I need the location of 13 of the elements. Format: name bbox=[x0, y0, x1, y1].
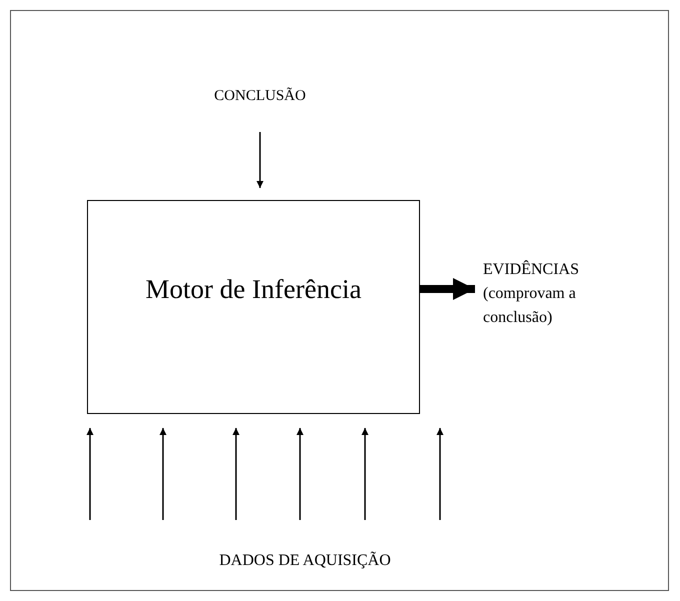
box-title: Motor de Inferência bbox=[146, 274, 362, 304]
data-label: DADOS DE AQUISIÇÃO bbox=[218, 552, 392, 570]
process-box bbox=[87, 200, 420, 414]
evidence-label: EVIDÊNCIAS (comprovam a conclusão) bbox=[483, 259, 580, 328]
arrow bbox=[232, 428, 240, 520]
arrow bbox=[420, 278, 475, 300]
arrow bbox=[362, 428, 368, 520]
arrow bbox=[436, 428, 444, 520]
conclusion-label: CONCLUSÃO bbox=[213, 88, 307, 105]
arrow bbox=[296, 428, 304, 520]
arrow bbox=[256, 132, 264, 188]
arrow bbox=[86, 428, 94, 520]
arrow bbox=[160, 428, 166, 520]
